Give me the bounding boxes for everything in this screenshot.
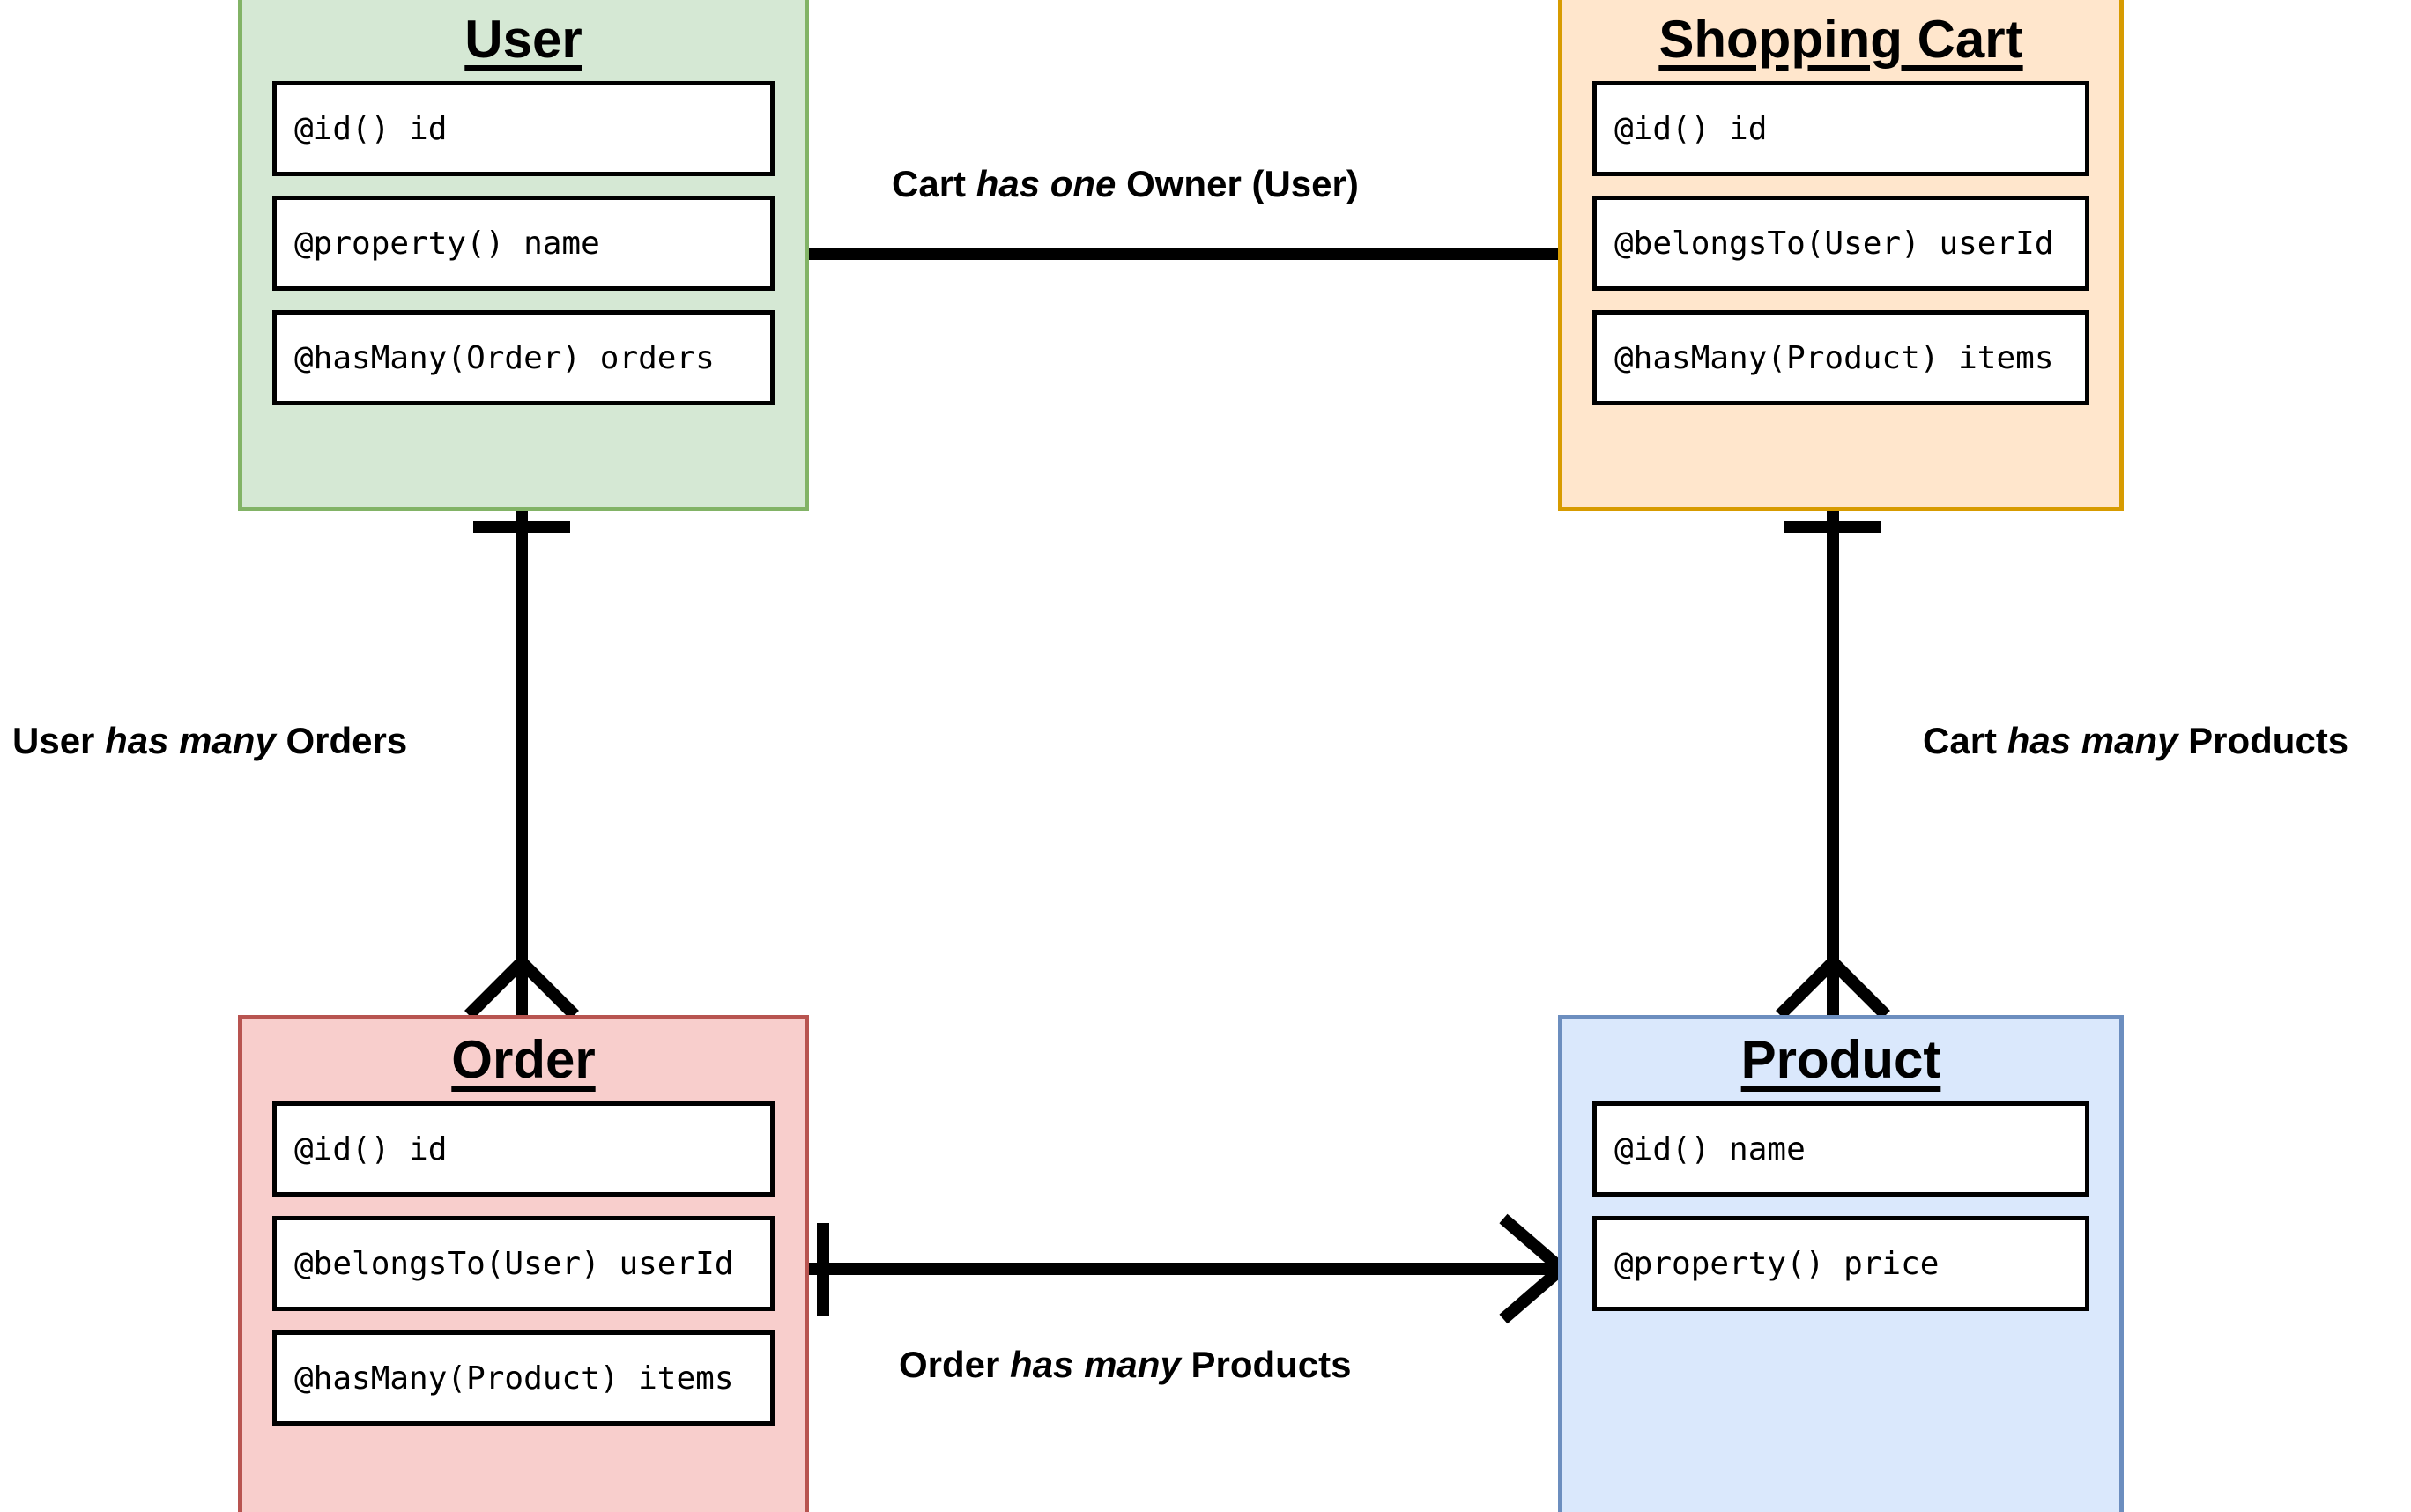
entity-field[interactable]: @hasMany(Product) items [1592, 310, 2089, 405]
entity-title-shopping-cart: Shopping Cart [1658, 10, 2023, 69]
edge-label-cart-products: Cart has many Products [1923, 723, 2348, 760]
edge-label-emphasis: has one [976, 163, 1116, 204]
connector-order-products [805, 1213, 1566, 1324]
entity-fields-product: @id() name @property() price [1562, 1101, 2119, 1311]
edge-label-emphasis: has many [105, 720, 276, 761]
connector-user-orders [464, 511, 579, 1019]
edge-label-cart-owner: Cart has one Owner (User) [892, 166, 1359, 203]
entity-user[interactable]: User @id() id @property() name @hasMany(… [238, 0, 809, 511]
edge-label-prefix: Cart [1923, 720, 2007, 761]
edge-label-prefix: User [12, 720, 106, 761]
entity-field[interactable]: @property() name [272, 196, 775, 291]
entity-field[interactable]: @hasMany(Order) orders [272, 310, 775, 405]
entity-fields-user: @id() id @property() name @hasMany(Order… [242, 81, 805, 405]
edge-label-prefix: Cart [892, 163, 976, 204]
entity-fields-order: @id() id @belongsTo(User) userId @hasMan… [242, 1101, 805, 1426]
edge-label-order-products: Order has many Products [899, 1346, 1352, 1383]
edge-label-suffix: Products [1180, 1344, 1352, 1385]
entity-product[interactable]: Product @id() name @property() price [1558, 1015, 2124, 1512]
edge-label-emphasis: has many [2007, 720, 2178, 761]
connector-cart-products [1776, 511, 1890, 1019]
entity-order[interactable]: Order @id() id @belongsTo(User) userId @… [238, 1015, 809, 1512]
entity-field[interactable]: @id() id [1592, 81, 2089, 176]
edge-label-suffix: Products [2177, 720, 2349, 761]
entity-field[interactable]: @belongsTo(User) userId [1592, 196, 2089, 291]
edge-label-user-orders: User has many Orders [12, 723, 407, 760]
entity-field[interactable]: @belongsTo(User) userId [272, 1216, 775, 1311]
entity-shopping-cart[interactable]: Shopping Cart @id() id @belongsTo(User) … [1558, 0, 2124, 511]
entity-field[interactable]: @id() name [1592, 1101, 2089, 1197]
entity-field[interactable]: @id() id [272, 1101, 775, 1197]
entity-fields-shopping-cart: @id() id @belongsTo(User) userId @hasMan… [1562, 81, 2119, 405]
edge-label-prefix: Order [899, 1344, 1011, 1385]
edge-label-suffix: Owner (User) [1116, 163, 1359, 204]
entity-field[interactable]: @id() id [272, 81, 775, 176]
edge-label-emphasis: has many [1010, 1344, 1181, 1385]
entity-title-product: Product [1740, 1030, 1941, 1089]
entity-title-user: User [464, 10, 582, 69]
entity-field[interactable]: @hasMany(Product) items [272, 1330, 775, 1426]
entity-title-order: Order [451, 1030, 596, 1089]
entity-field[interactable]: @property() price [1592, 1216, 2089, 1311]
edge-label-suffix: Orders [275, 720, 408, 761]
